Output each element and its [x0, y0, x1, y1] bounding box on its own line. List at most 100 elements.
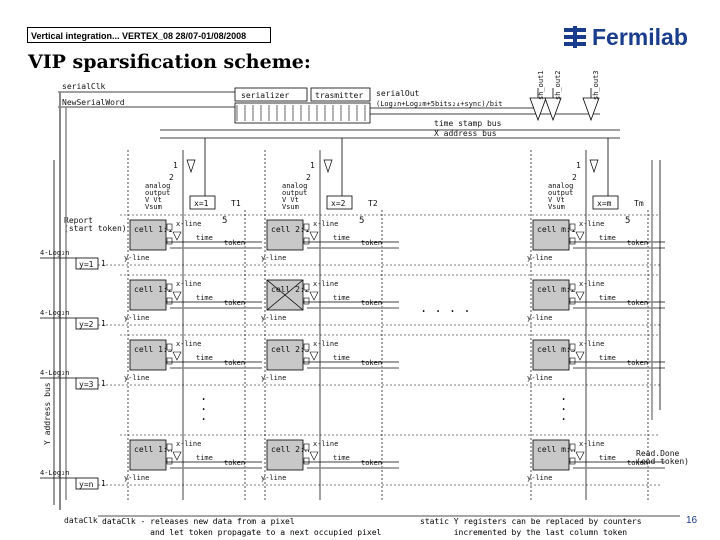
svg-text:.: . — [200, 399, 207, 413]
token-label: token — [627, 239, 648, 247]
x-line-label: x-line — [579, 440, 604, 448]
time-label-1: T1 — [231, 199, 241, 208]
x-line-label: x-line — [176, 220, 201, 228]
read-done-label: Read.Done — [636, 449, 680, 458]
x-line-label: x-line — [579, 220, 604, 228]
time-stamp-bus-label: time stamp bus — [434, 119, 502, 128]
transmitter-label: trasmitter — [315, 91, 363, 100]
cell-box — [532, 219, 570, 251]
token-label: token — [361, 299, 382, 307]
y-register-3 — [75, 377, 99, 390]
x-register-2 — [326, 195, 353, 210]
analog-output-label: V Vt — [282, 196, 299, 204]
cell-label: cell 1:3 — [134, 345, 173, 354]
time-label: time — [333, 294, 350, 302]
serial-clk-label: serialClk — [62, 82, 106, 91]
line-marker-2: 2 — [169, 173, 174, 182]
svg-text:.: . — [560, 409, 567, 423]
svg-text:.: . — [200, 389, 207, 403]
serial-out-label: serialOut — [376, 89, 420, 98]
out-label-3: sh_out3 — [592, 70, 600, 100]
y-line-marker: 1 — [101, 259, 106, 268]
y-line-label: y-line — [261, 254, 286, 262]
x-line-label: x-line — [176, 340, 201, 348]
y-register-label: y=n — [79, 480, 94, 489]
serializer-box — [234, 87, 308, 102]
cell-box — [266, 219, 304, 251]
time-label: time — [599, 454, 616, 462]
cell-box — [532, 279, 570, 311]
y-line-label: y-line — [261, 314, 286, 322]
analog-output-label: analog — [548, 182, 573, 190]
y-line-marker: 1 — [101, 379, 106, 388]
y-line-label: y-line — [124, 254, 149, 262]
token-label: token — [361, 459, 382, 467]
bit-width-5: 5 — [625, 216, 630, 226]
token-label: token — [224, 239, 245, 247]
log-label: 4-Log₂n — [40, 249, 70, 257]
svg-text:.: . — [560, 399, 567, 413]
time-label-3: Tm — [634, 199, 644, 208]
token-label: token — [224, 359, 245, 367]
svg-text:.: . — [200, 409, 207, 423]
token-label: token — [361, 359, 382, 367]
y-line-marker: 1 — [101, 479, 106, 488]
y-register-label: y=3 — [79, 380, 94, 389]
analog-output-label: Vsum — [145, 203, 162, 211]
y-line-label: y-line — [124, 314, 149, 322]
fermilab-logo-text: Fermilab — [592, 23, 688, 50]
token-label: token — [224, 459, 245, 467]
x-register-label: x=1 — [194, 199, 209, 208]
cell-box — [266, 439, 304, 471]
time-label: time — [599, 354, 616, 362]
analog-output-label: analog — [145, 182, 170, 190]
cell-label: cell 2:1 — [271, 225, 310, 234]
time-label: time — [196, 454, 213, 462]
output-amplifiers: sh_out1 sh_out2 sh_out3 — [529, 70, 600, 122]
bit-width-5: 5 — [222, 216, 227, 226]
cell-box — [129, 219, 167, 251]
cell-box — [129, 279, 167, 311]
serializer-register — [234, 102, 371, 124]
x-register-label: x=m — [597, 199, 612, 208]
x-line-label: x-line — [313, 440, 338, 448]
transmitter-box — [310, 87, 371, 102]
cell-label: cell 1:n — [134, 445, 173, 454]
time-label: time — [196, 294, 213, 302]
analog-output-label: output — [145, 189, 170, 197]
x-line-label: x-line — [313, 220, 338, 228]
analog-output-label: analog — [282, 182, 307, 190]
svg-text:.: . — [560, 389, 567, 403]
token-label: token — [224, 299, 245, 307]
cell-box — [266, 339, 304, 371]
cell-box — [129, 339, 167, 371]
x-register-3 — [592, 195, 619, 210]
footer-right-note: static Y registers can be replaced by co… — [420, 517, 642, 537]
analog-output-label: Vsum — [548, 203, 565, 211]
cell-box — [532, 339, 570, 371]
out-label-2: sh_out2 — [554, 70, 562, 100]
left-section: Report (start token) Y address bus — [43, 92, 127, 510]
fermilab-logo-icon — [564, 26, 586, 48]
x-register-label: x=2 — [331, 199, 346, 208]
x-line-label: x-line — [313, 340, 338, 348]
time-label: time — [196, 354, 213, 362]
y-line-label: y-line — [124, 474, 149, 482]
analog-output-label: output — [548, 189, 573, 197]
token-label: token — [627, 359, 648, 367]
cell-label: cell 1:1 — [134, 225, 173, 234]
serial-out-formula: (Log₂n+Log₂m+5bits₂₄+sync)/bit — [376, 100, 502, 108]
cell-label: cell m:2 — [537, 285, 576, 294]
